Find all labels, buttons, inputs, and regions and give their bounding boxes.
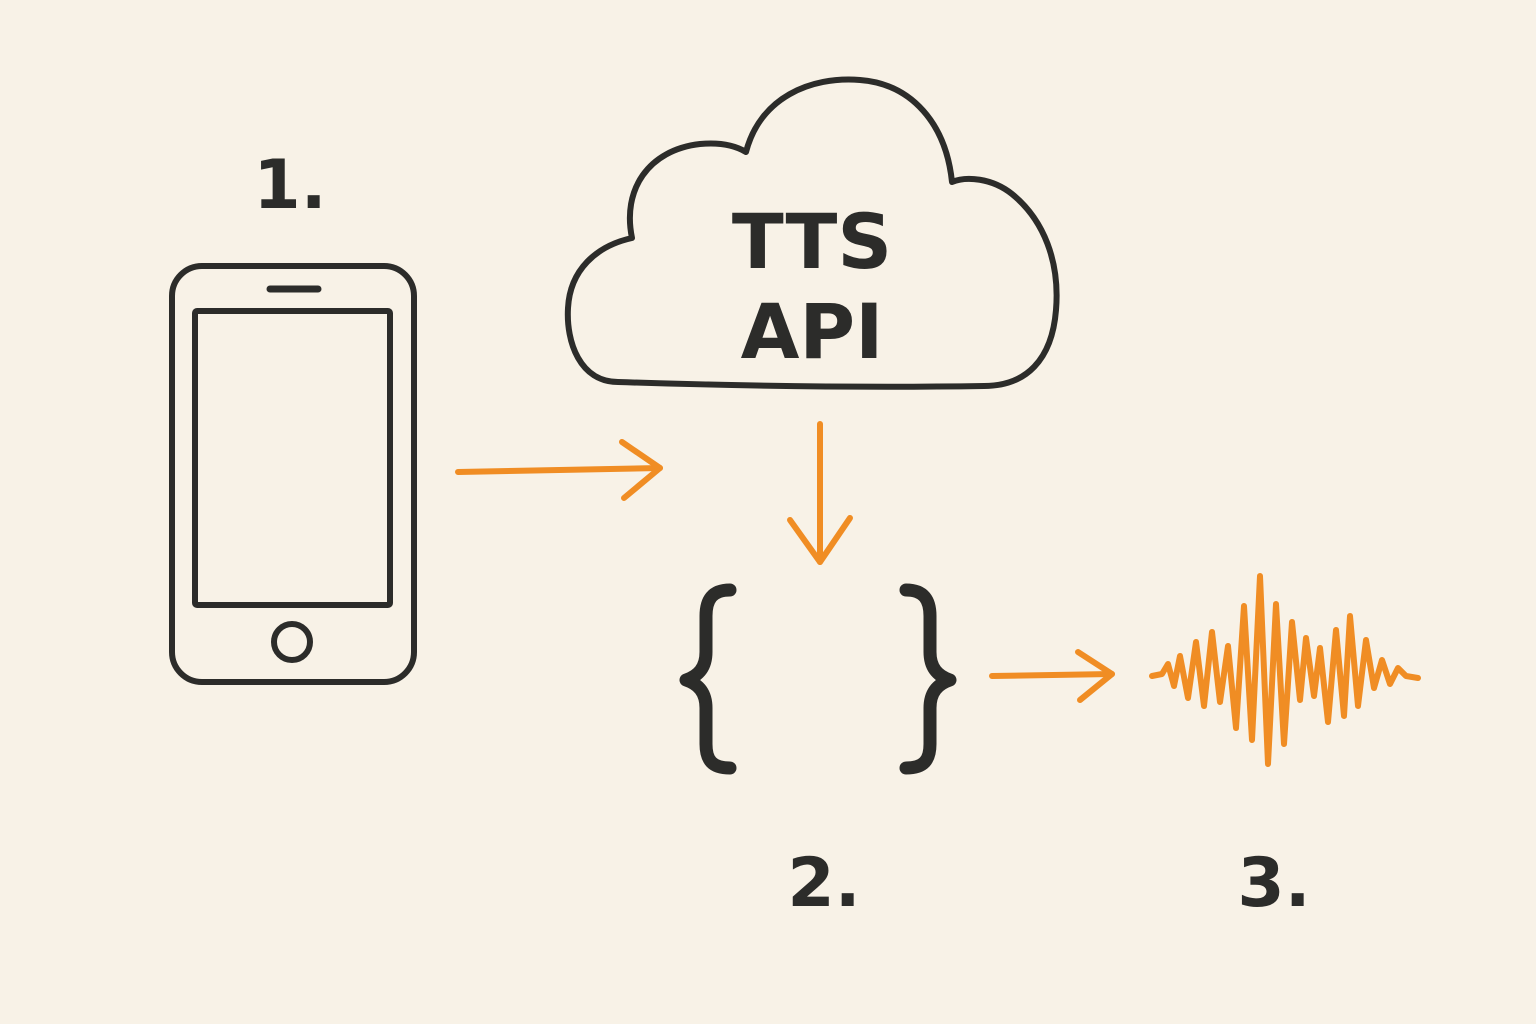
cloud-label-line1: TTS: [732, 197, 892, 286]
arrow-right-icon: [989, 649, 1115, 703]
step-1-label: 1.: [253, 146, 326, 225]
curly-braces-icon: [679, 583, 957, 775]
step-2-label: 2.: [787, 844, 860, 923]
cloud-label-line2: API: [741, 287, 884, 376]
cloud-icon: TTS API: [564, 76, 1060, 390]
arrow-down-icon: [787, 421, 853, 565]
step-3-label: 3.: [1237, 844, 1310, 923]
arrow-right-icon: [455, 439, 663, 501]
smartphone-icon: [169, 263, 417, 685]
audio-waveform-icon: [1149, 573, 1421, 767]
